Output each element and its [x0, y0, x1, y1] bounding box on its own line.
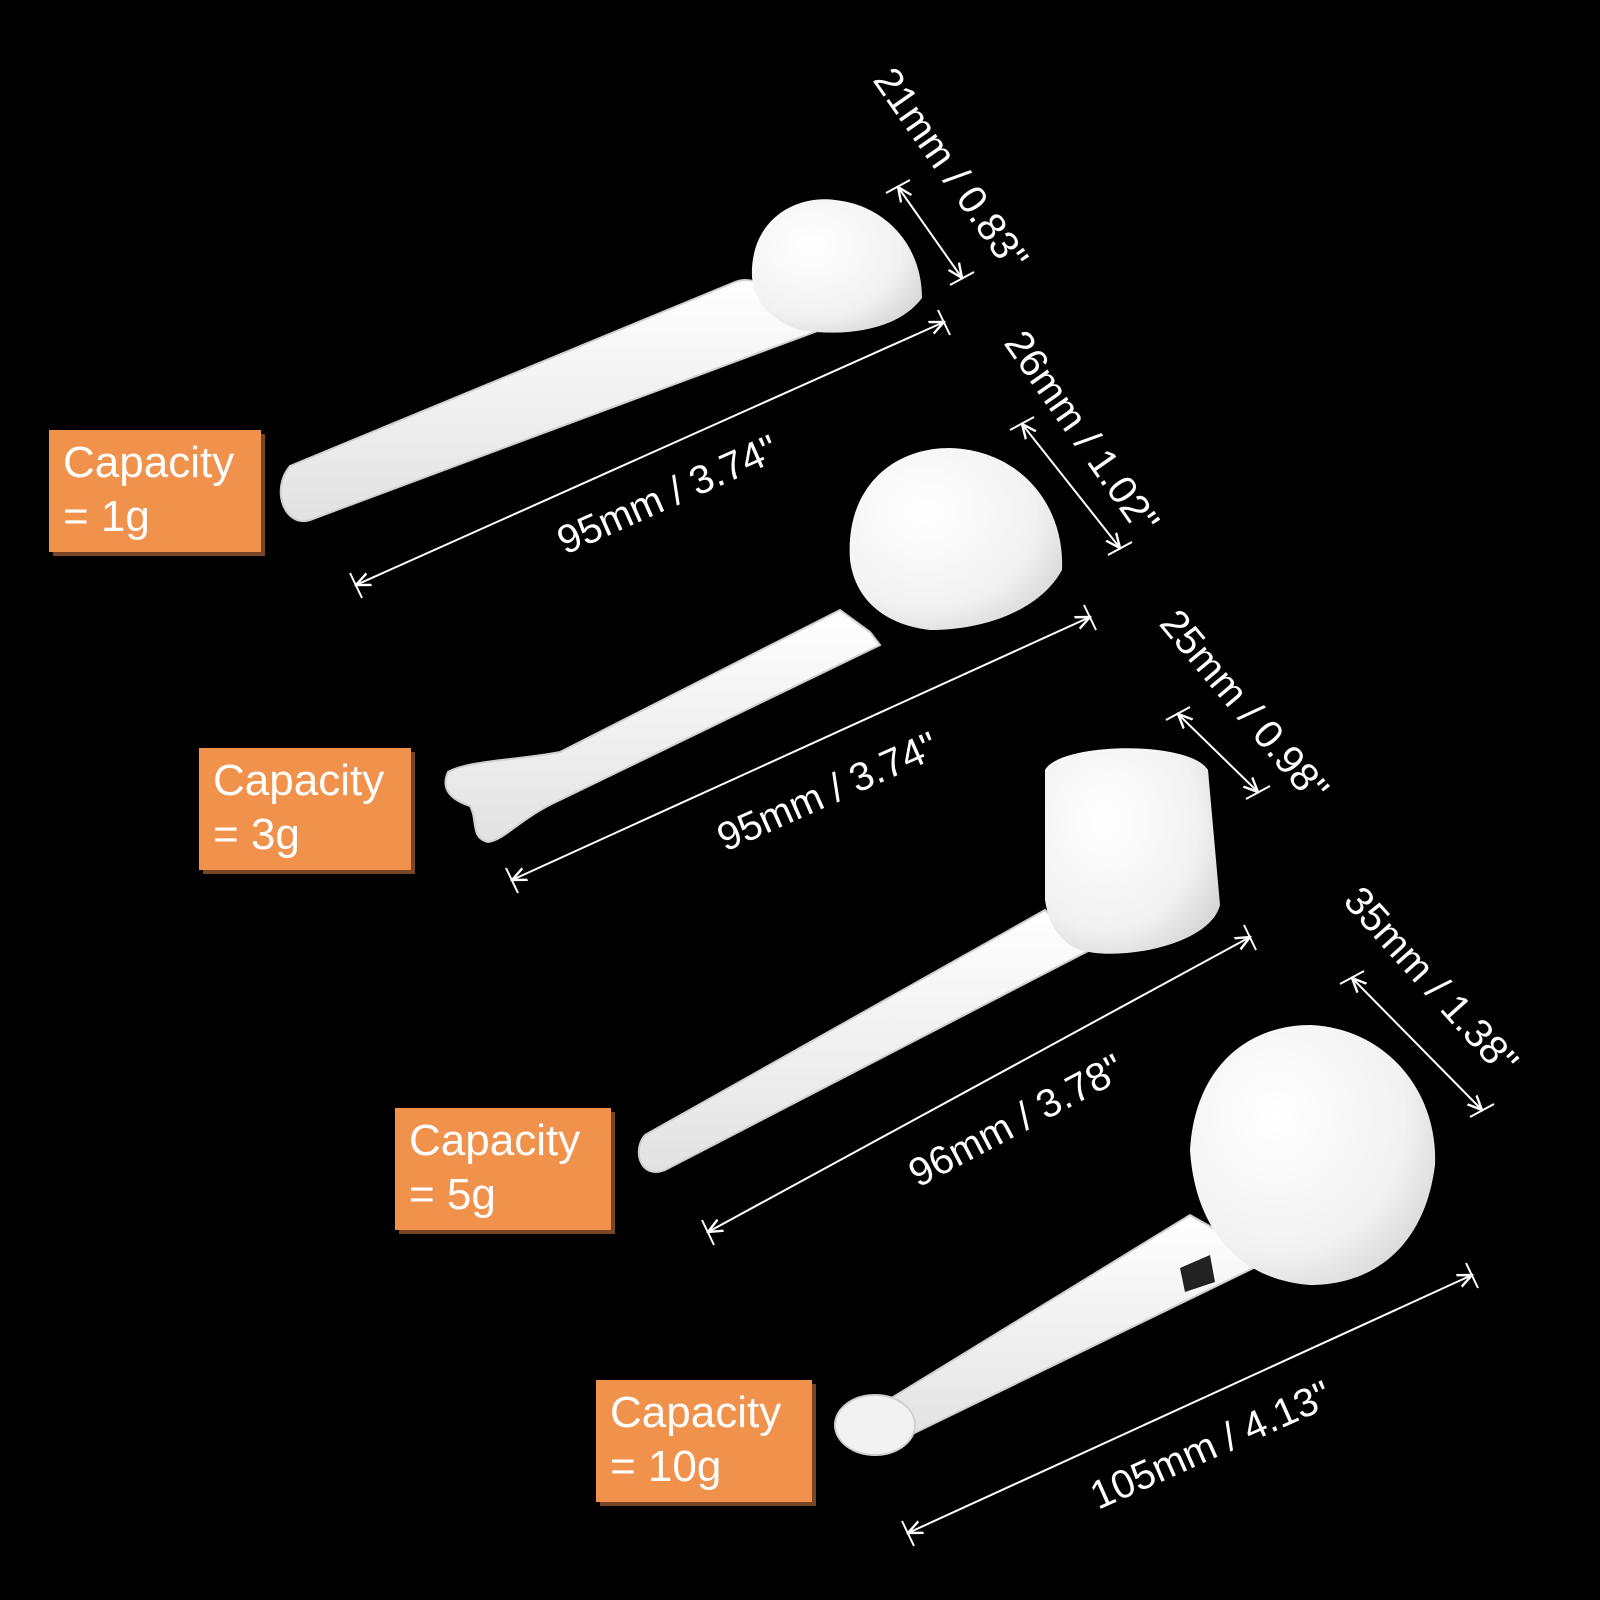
spoon-1g-bowl: [751, 199, 922, 333]
dim-length-3g-tick-a: [505, 867, 519, 894]
dim-bowl-5g-tick-a: [1165, 706, 1191, 721]
capacity-label-5g: Capacity = 5g: [395, 1108, 611, 1230]
spoon-10g-handle: [877, 1213, 1273, 1443]
dim-bowl-10g-line: [1352, 978, 1482, 1110]
dim-bowl-1g-tick-b: [949, 271, 975, 286]
capacity-label-1g-value: = 1g: [63, 492, 150, 541]
dim-bowl-1g-line: [898, 187, 962, 278]
capacity-label-3g: Capacity = 3g: [199, 748, 411, 870]
capacity-label-5g-title: Capacity: [409, 1116, 581, 1165]
capacity-label-1g: Capacity = 1g: [49, 430, 261, 552]
dim-bowl-3g-tick-a: [1009, 416, 1035, 431]
dim-length-5g-text: 96mm / 3.78": [902, 1046, 1132, 1196]
dim-length-1g-line: [356, 322, 944, 585]
dimension-lines: [349, 179, 1495, 1547]
spoon-5g: [637, 748, 1220, 1173]
dim-bowl-3g-line: [1022, 424, 1120, 548]
dim-length-1g-text: 95mm / 3.74": [551, 427, 785, 563]
capacity-label-10g: Capacity = 10g: [596, 1380, 812, 1502]
dim-length-3g-line: [512, 617, 1090, 880]
dimension-texts: 95mm / 3.74" 21mm / 0.83" 95mm / 3.74" 2…: [551, 60, 1527, 1518]
dim-length-5g-tick-b: [1243, 924, 1257, 951]
dim-bowl-5g-tick-b: [1245, 785, 1271, 800]
dim-bowl-10g-tick-a: [1339, 970, 1365, 985]
capacity-label-10g-value: = 10g: [610, 1442, 722, 1491]
dim-length-10g-tick-a: [901, 1520, 915, 1547]
dim-length-10g-line: [908, 1275, 1472, 1533]
dim-length-5g-tick-a: [701, 1219, 715, 1246]
spoon-1g: [279, 199, 922, 523]
dim-length-1g-tick-a: [349, 572, 363, 599]
dim-bowl-5g-line: [1178, 714, 1258, 792]
dim-length-3g-text: 95mm / 3.74": [711, 724, 945, 860]
dim-bowl-1g-tick-a: [885, 179, 911, 194]
spoon-3g-bowl: [849, 448, 1063, 630]
dim-length-1g-tick-b: [937, 309, 951, 336]
capacity-label-5g-value: = 5g: [409, 1170, 496, 1219]
spoon-10g: [834, 1025, 1436, 1456]
spoon-10g-bowl: [1190, 1025, 1436, 1285]
capacity-label-3g-value: = 3g: [213, 810, 300, 859]
spoon-5g-cup: [1045, 748, 1220, 954]
spoon-10g-end-scoop: [834, 1394, 916, 1456]
spoon-3g: [444, 448, 1063, 844]
dim-length-10g-tick-b: [1465, 1262, 1479, 1289]
dim-bowl-10g-tick-b: [1469, 1103, 1495, 1118]
capacity-label-1g-title: Capacity: [63, 438, 235, 487]
dim-length-5g-line: [708, 937, 1250, 1232]
capacity-label-10g-title: Capacity: [610, 1388, 782, 1437]
capacity-label-3g-title: Capacity: [213, 756, 385, 805]
dim-length-3g-tick-b: [1083, 604, 1097, 631]
dim-bowl-3g-tick-b: [1107, 541, 1133, 556]
